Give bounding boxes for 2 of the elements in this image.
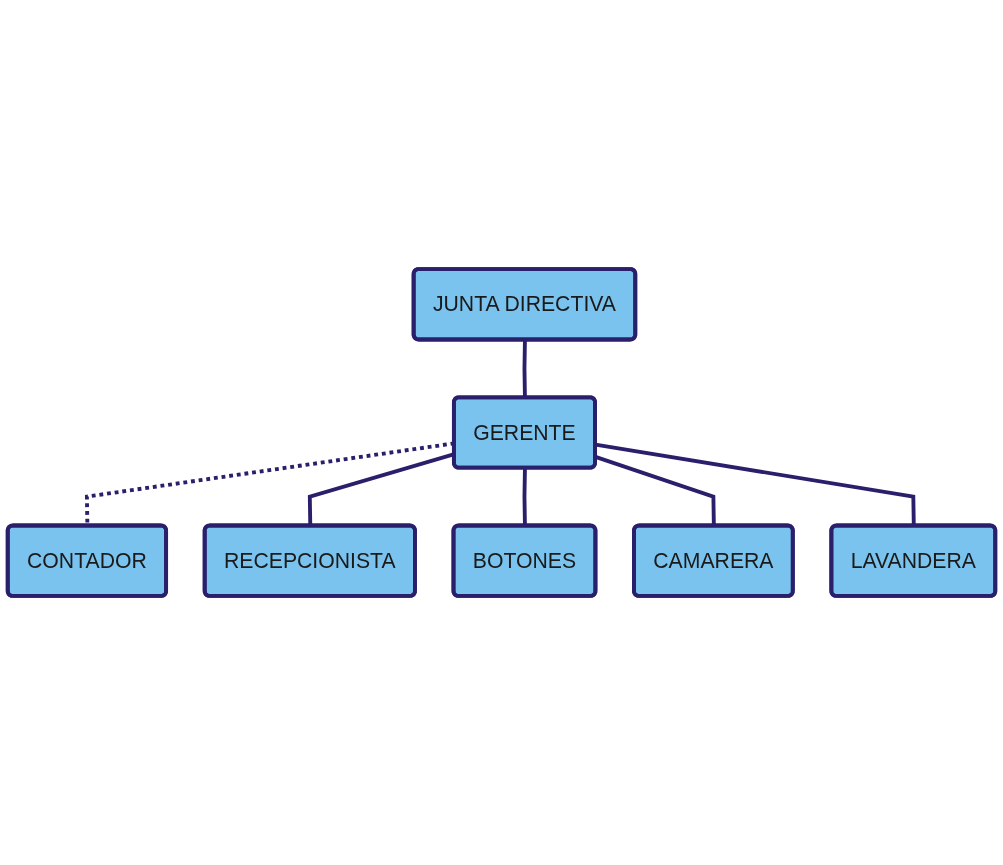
connector: [522, 339, 527, 398]
connector: [84, 441, 455, 527]
